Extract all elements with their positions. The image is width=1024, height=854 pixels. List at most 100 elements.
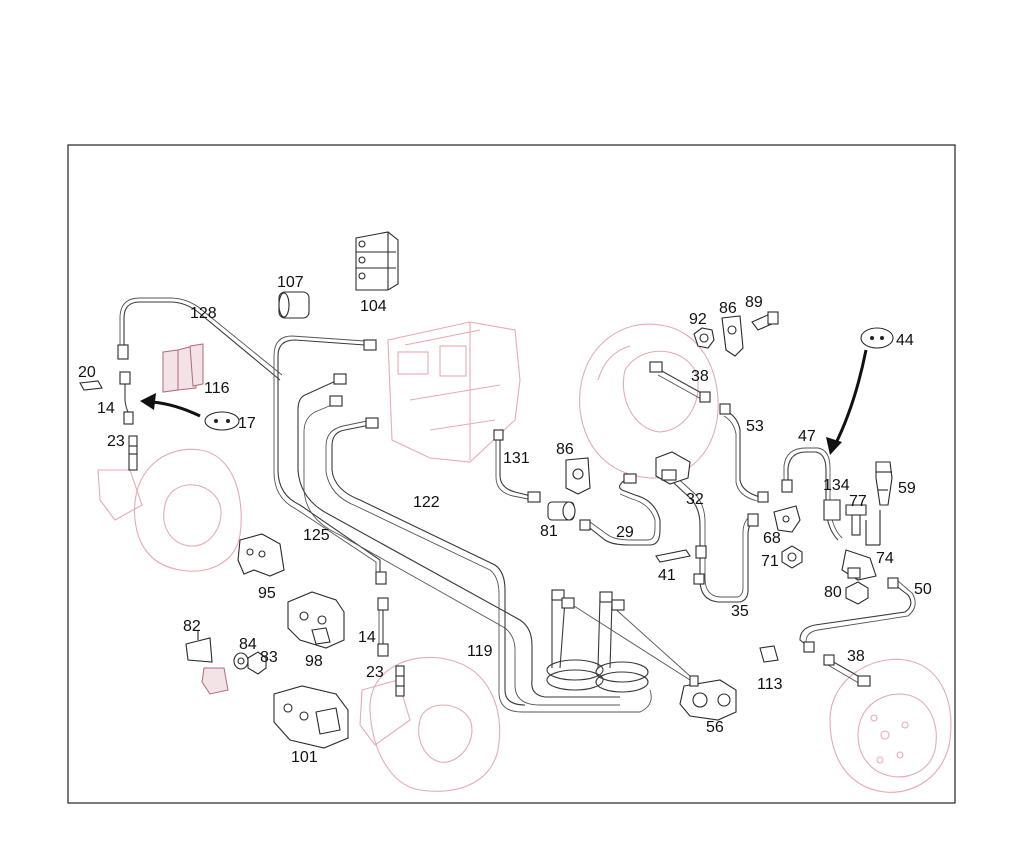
callout-35: 35 — [731, 603, 749, 620]
diagram-frame — [67, 144, 956, 804]
brake-line-122 — [297, 379, 620, 706]
callout-101: 101 — [291, 749, 318, 766]
callout-68: 68 — [763, 530, 781, 547]
callout-77: 77 — [849, 493, 867, 510]
callout-14-mid: 14 — [358, 629, 376, 646]
brake-line-29 — [585, 477, 661, 546]
callout-81: 81 — [540, 523, 558, 540]
ghost-hydraulic-unit — [387, 321, 521, 463]
nut-92 — [693, 327, 715, 349]
callout-14-left: 14 — [97, 400, 115, 417]
callout-labels: 107 104 128 116 20 14 17 23 92 86 89 44 … — [78, 274, 932, 766]
bolt-89 — [751, 311, 779, 331]
callout-23-left: 23 — [107, 433, 125, 450]
callout-41: 41 — [658, 567, 676, 584]
brake-line-14-mid — [378, 610, 384, 648]
callout-32: 32 — [686, 491, 704, 508]
callout-82: 82 — [183, 618, 201, 635]
brake-line-47 — [783, 447, 843, 541]
bracket-32 — [655, 451, 691, 485]
callout-116: 116 — [204, 380, 230, 397]
callout-92: 92 — [689, 311, 707, 328]
nut-80 — [845, 581, 869, 605]
spring-clip-20 — [79, 380, 103, 391]
callout-107: 107 — [277, 274, 304, 291]
nut-83 — [247, 651, 267, 675]
callout-98: 98 — [305, 653, 323, 670]
clip-41 — [655, 549, 691, 563]
callout-71: 71 — [761, 553, 779, 570]
ghost-front-left-brake — [97, 448, 242, 572]
callout-134: 134 — [823, 477, 850, 494]
callout-125: 125 — [303, 527, 330, 544]
bracket-86-upper — [721, 315, 744, 357]
brake-line-53 — [723, 411, 761, 502]
tee-74 — [841, 549, 877, 581]
ghost-rear-brake-disc — [579, 323, 719, 479]
sensor-59 — [875, 461, 893, 506]
ghost-front-right-brake — [359, 656, 501, 792]
ghost-rear-drum — [829, 658, 952, 793]
callout-50: 50 — [914, 581, 932, 598]
callout-74: 74 — [876, 550, 894, 567]
callout-86-lower: 86 — [556, 441, 574, 458]
pipe-fittings — [117, 339, 899, 687]
leader-lines — [865, 510, 881, 546]
brake-line-131 — [495, 438, 536, 501]
callout-95: 95 — [258, 585, 276, 602]
valve-56 — [679, 675, 737, 721]
brake-line-14-left — [124, 380, 131, 416]
brake-line-128 — [119, 297, 283, 381]
callout-104: 104 — [360, 298, 387, 315]
bracket-82 — [185, 630, 229, 695]
nut-71 — [781, 545, 803, 569]
callout-122: 122 — [413, 494, 440, 511]
callout-113: 113 — [757, 676, 783, 693]
shim-17 — [204, 411, 240, 431]
bleeder-23-left — [128, 435, 138, 471]
brake-line-35 — [659, 465, 759, 603]
brake-line-125 — [273, 335, 381, 576]
bleeder-23-right — [395, 665, 405, 697]
arrow-17-to-14 — [140, 393, 201, 418]
brake-line-119 — [325, 419, 652, 713]
brake-pads-116 — [162, 343, 204, 393]
cap-134 — [823, 499, 841, 521]
callout-29: 29 — [616, 524, 634, 541]
distributor-68 — [773, 505, 801, 533]
callout-83: 83 — [260, 649, 278, 666]
brake-line-38-upper — [657, 369, 706, 401]
callout-38-lower: 38 — [847, 648, 865, 665]
callout-20: 20 — [78, 364, 96, 381]
brake-line-56-feed — [573, 605, 691, 681]
callout-47: 47 — [798, 428, 816, 445]
callout-119: 119 — [467, 643, 493, 660]
caliper-bracket-98 — [287, 591, 345, 649]
washer-84 — [233, 652, 249, 670]
callout-38-upper: 38 — [691, 368, 709, 385]
block-113 — [759, 645, 779, 663]
callout-89: 89 — [745, 294, 763, 311]
callout-84: 84 — [239, 636, 257, 653]
callout-56: 56 — [706, 719, 724, 736]
damper-95 — [237, 533, 285, 577]
callout-131: 131 — [503, 450, 530, 467]
callout-86-upper: 86 — [719, 300, 737, 317]
caliper-101 — [273, 685, 349, 749]
union-81 — [547, 501, 576, 521]
callout-44: 44 — [896, 332, 914, 349]
callout-17: 17 — [238, 415, 256, 432]
callout-128: 128 — [190, 305, 217, 322]
arrow-44-to-47 — [826, 349, 868, 455]
damper-block-104 — [355, 231, 399, 291]
callout-53: 53 — [746, 418, 764, 435]
callout-80: 80 — [824, 584, 842, 601]
callout-59: 59 — [898, 480, 916, 497]
bracket-86-lower — [565, 457, 591, 495]
bolt-77 — [845, 504, 867, 536]
callout-23-right: 23 — [366, 664, 384, 681]
grommet-44 — [860, 327, 894, 349]
bushing-107 — [278, 291, 310, 319]
brake-line-50 — [799, 580, 916, 649]
